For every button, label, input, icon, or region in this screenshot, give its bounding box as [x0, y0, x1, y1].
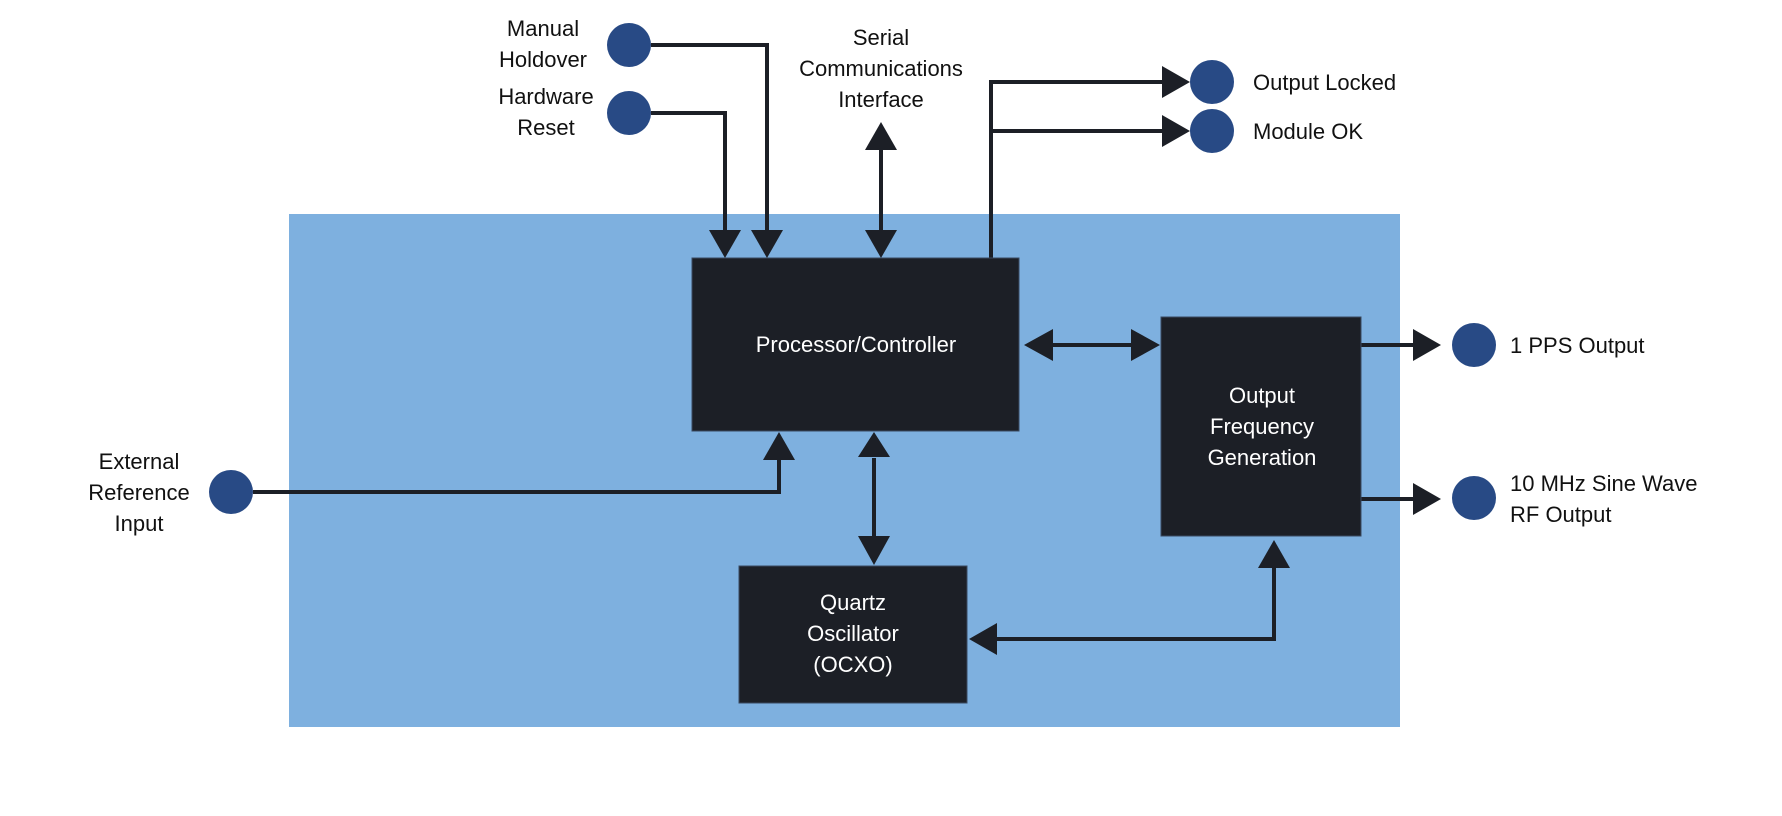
ocxo-label-line3: (OCXO)	[813, 652, 892, 677]
module-ok-connector[interactable]	[1190, 109, 1234, 153]
output-locked-label: Output Locked	[1253, 70, 1396, 95]
arrowhead-right-icon	[1413, 483, 1441, 515]
arrowhead-up-icon	[1258, 540, 1290, 568]
arrowheads	[709, 66, 1441, 655]
hardware-reset-label-line2: Reset	[517, 115, 574, 140]
output-locked-connector[interactable]	[1190, 60, 1234, 104]
wire-manual-holdover	[651, 43, 769, 232]
quartz-oscillator-block: Quartz Oscillator (OCXO)	[738, 565, 968, 704]
wire-hardware-reset	[651, 111, 727, 232]
wires	[253, 43, 1415, 641]
arrowhead-down-icon	[751, 230, 783, 258]
arrowhead-right-icon	[1162, 115, 1190, 147]
serial-label-line2: Communications	[799, 56, 963, 81]
rf-output-label-line1: 10 MHz Sine Wave	[1510, 471, 1697, 496]
module-ok-label: Module OK	[1253, 119, 1363, 144]
output-frequency-generation-block: Output Frequency Generation	[1160, 316, 1362, 537]
external-reference-connector[interactable]	[209, 470, 253, 514]
arrowhead-up-icon	[865, 122, 897, 150]
hardware-reset-label-line1: Hardware	[498, 84, 593, 109]
arrowhead-down-icon	[865, 230, 897, 258]
rf-output-connector[interactable]	[1452, 476, 1496, 520]
wire-ocxo-ofg	[995, 566, 1276, 641]
arrowhead-up-icon	[763, 432, 795, 460]
wire-status	[989, 80, 1162, 258]
arrowhead-up-icon	[858, 432, 890, 457]
arrowhead-right-icon	[1162, 66, 1190, 98]
ocxo-label-line2: Oscillator	[807, 621, 899, 646]
arrowhead-right-icon	[1413, 329, 1441, 361]
pps-output-connector[interactable]	[1452, 323, 1496, 367]
arrowhead-right-icon	[1131, 329, 1160, 361]
external-reference-label-line2: Reference	[88, 480, 190, 505]
processor-label: Processor/Controller	[756, 332, 957, 357]
manual-holdover-label-line2: Holdover	[499, 47, 587, 72]
serial-label-line3: Interface	[838, 87, 924, 112]
ocxo-label-line1: Quartz	[820, 590, 886, 615]
external-reference-label-line1: External	[99, 449, 180, 474]
arrowhead-left-icon	[969, 623, 997, 655]
ofg-label-line3: Generation	[1208, 445, 1317, 470]
wire-ext-ref	[253, 460, 781, 494]
ofg-label-line1: Output	[1229, 383, 1295, 408]
arrowhead-left-icon	[1024, 329, 1053, 361]
manual-holdover-connector[interactable]	[607, 23, 651, 67]
ofg-label-line2: Frequency	[1210, 414, 1314, 439]
serial-label-line1: Serial	[853, 25, 909, 50]
rf-output-label-line2: RF Output	[1510, 502, 1611, 527]
hardware-reset-connector[interactable]	[607, 91, 651, 135]
arrowhead-down-icon	[709, 230, 741, 258]
external-reference-label-line3: Input	[115, 511, 164, 536]
pps-output-label: 1 PPS Output	[1510, 333, 1645, 358]
arrowhead-down-icon	[858, 536, 890, 565]
manual-holdover-label-line1: Manual	[507, 16, 579, 41]
processor-block: Processor/Controller	[691, 257, 1020, 432]
